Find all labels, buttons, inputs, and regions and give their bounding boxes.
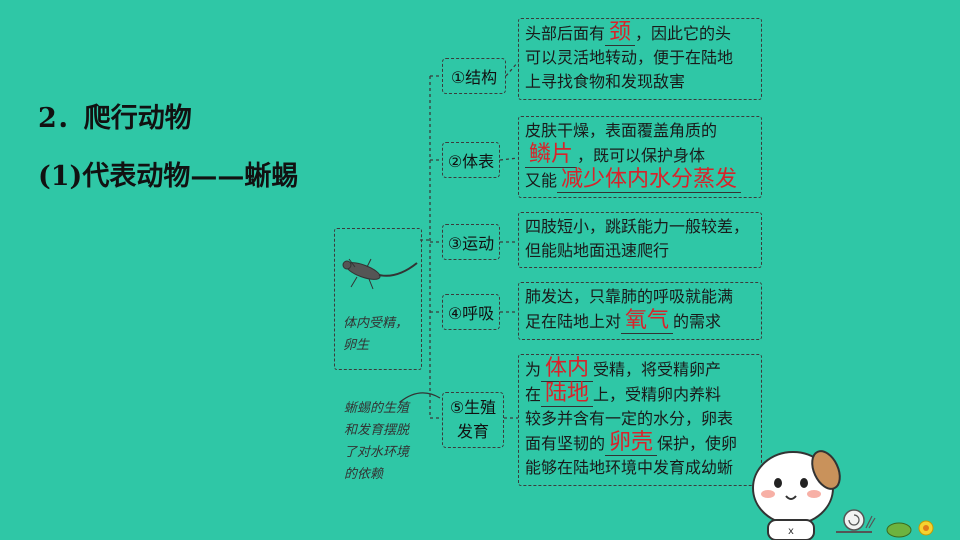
answer-reduce-water-loss: 减少体内水分蒸发: [557, 168, 742, 193]
structure-line3: 上寻找食物和发现敌害: [525, 72, 686, 91]
answer-oxygen: 氧气: [621, 309, 674, 334]
category-structure: ①结构: [442, 58, 506, 94]
movement-line2: 但能贴地面迅速爬行: [525, 241, 670, 260]
flower-icon: [918, 520, 934, 536]
surface-line2: 鳞片，既可以保护身体: [525, 143, 755, 168]
surface-line1: 皮肤干燥，表面覆盖角质的: [525, 121, 718, 140]
surface-box: 皮肤干燥，表面覆盖角质的 鳞片，既可以保护身体 又能减少体内水分蒸发: [518, 116, 762, 198]
lizard-icon: [342, 258, 418, 290]
category-surface: ②体表: [442, 142, 500, 178]
answer-eggshell: 卵壳: [605, 431, 658, 456]
category-reproduction-line1: ⑤生殖: [449, 398, 497, 417]
category-reproduction: ⑤生殖 发育: [442, 392, 504, 448]
reproduction-note: 蜥蜴的生殖 和发育摆脱 了对水环境 的依赖: [344, 398, 409, 486]
breathing-line1: 肺发达，只靠肺的呼吸就能满: [525, 287, 734, 306]
repro-line5: 能够在陆地环境中发育成幼蜥: [525, 458, 734, 477]
answer-scales: 鳞片: [525, 143, 578, 168]
animal-note-line2: 卵生: [343, 338, 370, 353]
breathing-box: 肺发达，只靠肺的呼吸就能满 足在陆地上对氧气的需求: [518, 282, 762, 340]
breathing-line2: 足在陆地上对氧气的需求: [525, 308, 722, 334]
movement-line1: 四肢短小，跳跃能力一般较差，: [525, 217, 750, 236]
lizard-illustration-box: 体内受精， 卵生: [334, 228, 422, 370]
section-title: 2．爬行动物: [38, 103, 192, 134]
answer-neck: 颈: [605, 21, 636, 46]
category-movement: ③运动: [442, 224, 500, 260]
repro-line3: 较多并含有一定的水分，卵表: [525, 409, 734, 428]
cartoon-dog-icon: x: [752, 450, 841, 540]
reproduction-box: 为体内受精，将受精卵产 在陆地上，受精卵内养料 较多并含有一定的水分，卵表 面有…: [518, 354, 762, 486]
movement-box: 四肢短小，跳跃能力一般较差， 但能贴地面迅速爬行: [518, 212, 762, 268]
structure-line2: 可以灵活地转动，便于在陆地: [525, 48, 734, 67]
snail-icon: [836, 509, 876, 533]
repro-note-line2: 和发育摆脱: [344, 423, 410, 438]
answer-land: 陆地: [541, 382, 594, 407]
repro-note-line4: 的依赖: [344, 467, 384, 482]
structure-line1: 头部后面有颈，因此它的头: [525, 20, 732, 46]
answer-internal: 体内: [541, 357, 594, 382]
animal-note-line1: 体内受精，: [343, 316, 409, 331]
repro-line4: 面有坚韧的卵壳保护，使卵: [525, 430, 738, 456]
repro-note-line1: 蜥蜴的生殖: [344, 401, 410, 416]
repro-line2: 在陆地上，受精卵内养料: [525, 381, 722, 407]
leaf-icon: [886, 522, 912, 538]
svg-text:x: x: [788, 526, 794, 537]
arrow-line: [399, 392, 441, 403]
structure-box: 头部后面有颈，因此它的头 可以灵活地转动，便于在陆地 上寻找食物和发现敌害: [518, 18, 762, 100]
surface-line3: 又能减少体内水分蒸发: [525, 168, 755, 193]
category-reproduction-line2: 发育: [456, 422, 489, 441]
repro-note-line3: 了对水环境: [344, 445, 410, 460]
subsection-title: (1)代表动物——蜥蜴: [38, 161, 299, 192]
category-breathing: ④呼吸: [442, 294, 500, 330]
repro-line1: 为体内受精，将受精卵产: [525, 356, 722, 382]
